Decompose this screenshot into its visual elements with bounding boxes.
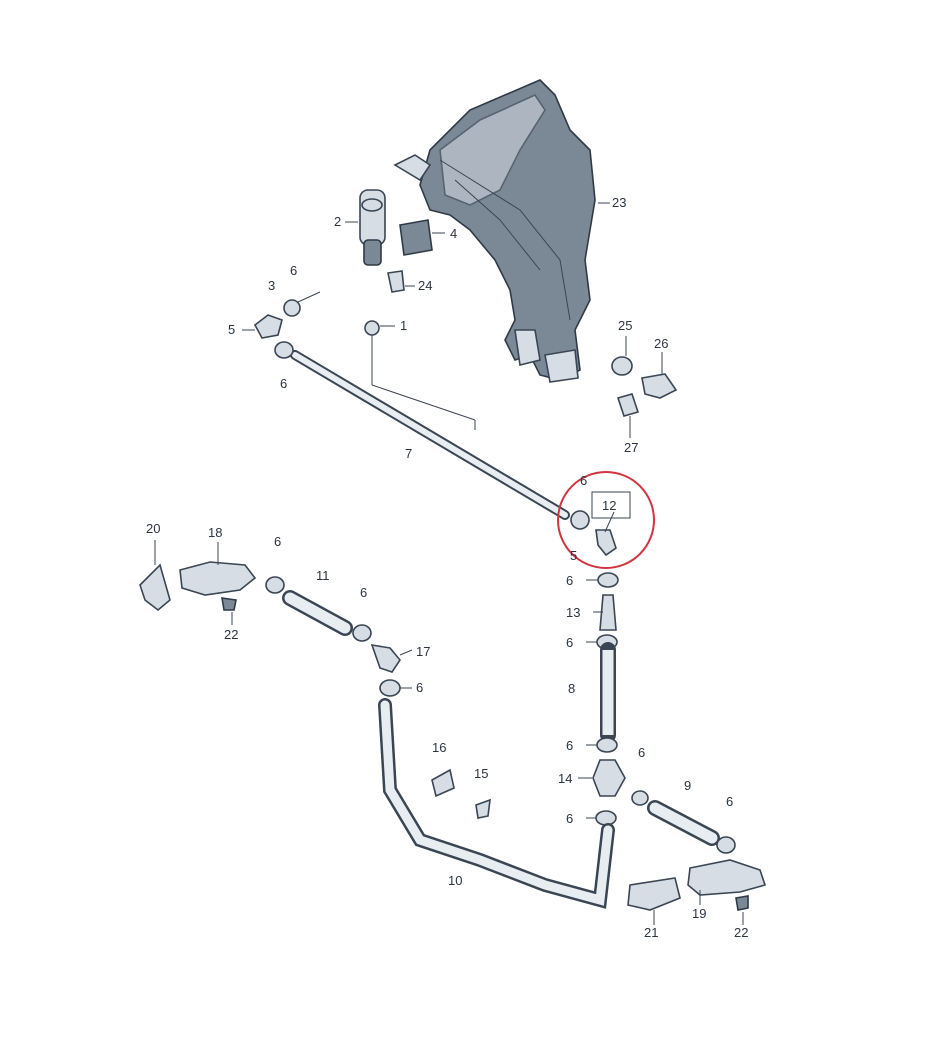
part-25 bbox=[611, 356, 633, 376]
screw-22 bbox=[735, 895, 749, 911]
label-6: 6 bbox=[274, 534, 281, 549]
label-24: 24 bbox=[418, 278, 432, 293]
label-6: 6 bbox=[566, 573, 573, 588]
label-6: 6 bbox=[290, 263, 297, 278]
clamp-6 bbox=[597, 572, 619, 588]
t-piece-14 bbox=[592, 759, 626, 797]
part-26 bbox=[641, 373, 678, 399]
label-17: 17 bbox=[416, 644, 430, 659]
label-10: 10 bbox=[448, 873, 462, 888]
connector-13 bbox=[599, 594, 617, 631]
label-16: 16 bbox=[432, 740, 446, 755]
seal-4 bbox=[399, 219, 433, 256]
label-5: 5 bbox=[228, 322, 235, 337]
connector-12 bbox=[595, 529, 617, 557]
clamp-6 bbox=[595, 810, 617, 826]
label-15: 15 bbox=[474, 766, 488, 781]
label-2: 2 bbox=[334, 214, 341, 229]
nozzle-18 bbox=[179, 561, 257, 596]
callout-box-12 bbox=[591, 491, 631, 519]
clamp-6 bbox=[716, 836, 736, 854]
label-4: 4 bbox=[450, 226, 457, 241]
label-25: 25 bbox=[618, 318, 632, 333]
elbow-5 bbox=[253, 314, 283, 339]
screw-22 bbox=[221, 597, 237, 611]
label-14: 14 bbox=[558, 771, 572, 786]
reservoir bbox=[393, 79, 596, 383]
clamp-6 bbox=[265, 576, 285, 594]
label-6: 6 bbox=[566, 811, 573, 826]
clip-16 bbox=[431, 768, 455, 798]
label-18: 18 bbox=[208, 525, 222, 540]
label-9: 9 bbox=[684, 778, 691, 793]
label-13: 13 bbox=[566, 605, 580, 620]
clamp-6 bbox=[274, 341, 294, 359]
label-6: 6 bbox=[566, 738, 573, 753]
label-3: 3 bbox=[268, 278, 275, 293]
label-26: 26 bbox=[654, 336, 668, 351]
label-22: 22 bbox=[734, 925, 748, 940]
nozzle-19 bbox=[687, 859, 767, 896]
label-6: 6 bbox=[360, 585, 367, 600]
label-21: 21 bbox=[644, 925, 658, 940]
clamp-6 bbox=[596, 737, 618, 753]
label-6: 6 bbox=[726, 794, 733, 809]
clamp-6 bbox=[631, 790, 649, 806]
clamp-6 bbox=[283, 299, 301, 317]
clamp-6 bbox=[379, 679, 401, 697]
part-27 bbox=[616, 393, 640, 417]
label-6: 6 bbox=[566, 635, 573, 650]
elbow-17 bbox=[370, 643, 401, 673]
label-6: 6 bbox=[638, 745, 645, 760]
label-11: 11 bbox=[316, 568, 330, 583]
label-27: 27 bbox=[624, 440, 638, 455]
cover-20 bbox=[139, 563, 171, 612]
label-20: 20 bbox=[146, 521, 160, 536]
label-19: 19 bbox=[692, 906, 706, 921]
label-23: 23 bbox=[612, 195, 626, 210]
label-6: 6 bbox=[580, 473, 587, 488]
washer-pump bbox=[359, 189, 386, 266]
label-22: 22 bbox=[224, 627, 238, 642]
label-1: 1 bbox=[400, 318, 407, 333]
clip-15 bbox=[475, 798, 491, 819]
part-1 bbox=[364, 320, 380, 336]
label-5: 5 bbox=[570, 548, 577, 563]
grommet-24 bbox=[387, 270, 405, 293]
highlight-circle bbox=[557, 471, 655, 569]
label-7: 7 bbox=[405, 446, 412, 461]
label-12: 12 bbox=[602, 498, 616, 513]
clamp-6 bbox=[352, 624, 372, 642]
label-6: 6 bbox=[416, 680, 423, 695]
label-8: 8 bbox=[568, 681, 575, 696]
cover-21 bbox=[627, 877, 681, 911]
label-6: 6 bbox=[280, 376, 287, 391]
